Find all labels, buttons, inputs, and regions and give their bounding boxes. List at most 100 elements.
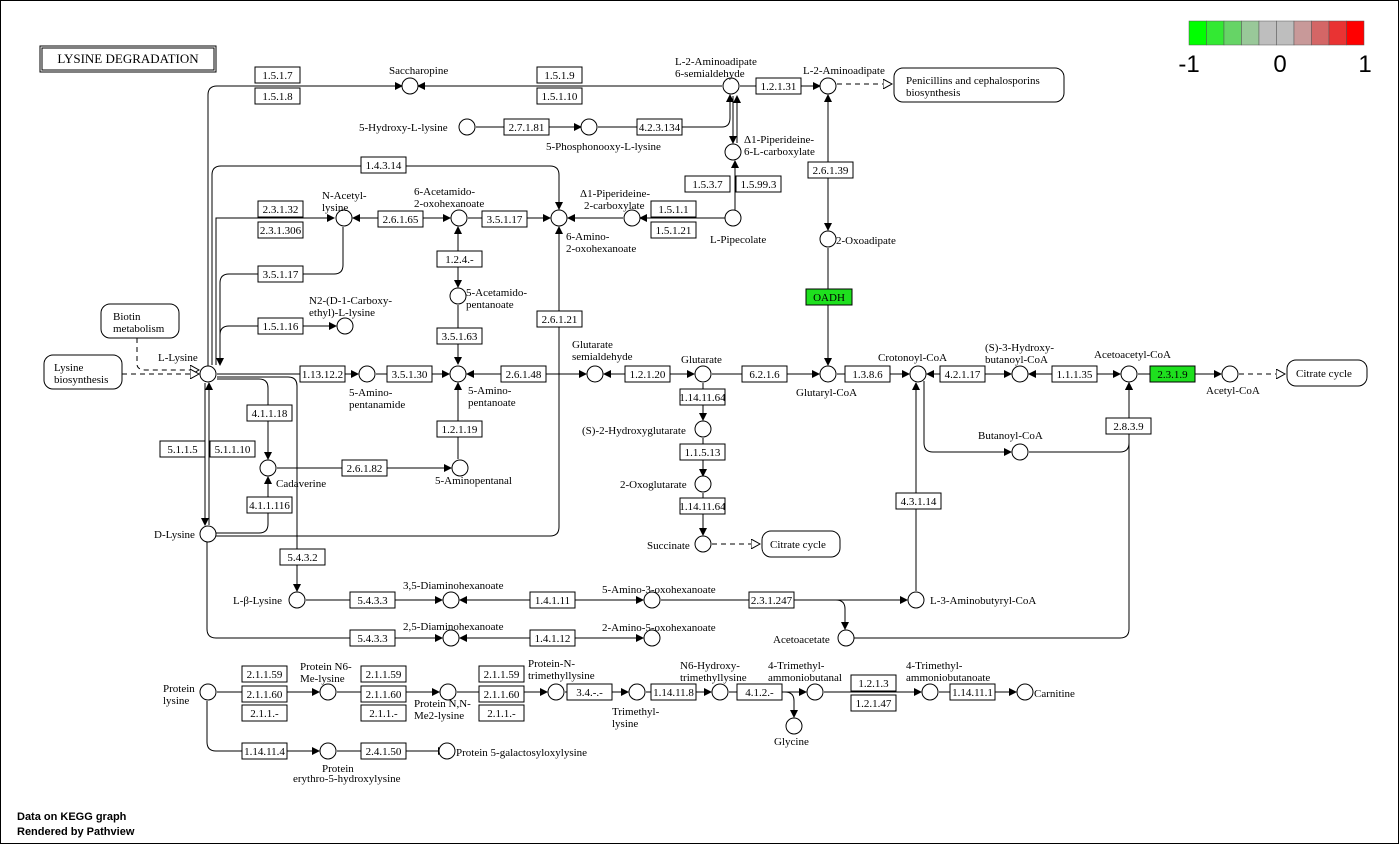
enzyme-e114111[interactable]: 1.14.11.1 [949, 683, 996, 701]
enzyme-e5115[interactable]: 5.1.1.5 [159, 440, 206, 458]
compound-glutarate[interactable] [694, 365, 712, 383]
enzyme-e21159b[interactable]: 2.1.1.59 [360, 665, 407, 683]
enzyme-e14112[interactable]: 1.4.1.12 [529, 629, 576, 647]
enzyme-e2313[interactable]: 2.3.1.32 [257, 200, 304, 218]
enzyme-e21159a[interactable]: 2.1.1.59 [241, 665, 288, 683]
map-lysine-biosynthesis[interactable]: Lysine biosynthesis [43, 354, 123, 390]
enzyme-e211c[interactable]: 2.1.1.- [478, 704, 525, 722]
enzyme-e114116b[interactable]: 1.14.11.64 [679, 497, 726, 515]
compound-trimethylammoniobutanoate[interactable] [921, 683, 939, 701]
enzyme-e412[interactable]: 4.1.2.- [736, 683, 783, 701]
enzyme-e231247[interactable]: 2.3.1.247 [748, 591, 795, 609]
enzyme-e1519[interactable]: 1.5.1.9 [536, 66, 583, 84]
enzyme-e124[interactable]: 1.2.4.- [436, 250, 483, 268]
compound-phosphonooxy-lysine[interactable] [580, 118, 598, 136]
enzyme-e11513[interactable]: 1.1.5.13 [679, 443, 726, 461]
enzyme-e2319[interactable]: 2.3.1.9 [1149, 365, 1196, 383]
compound-acetoacetyl-coa[interactable] [1120, 365, 1138, 383]
compound-acetamido-pentanoate[interactable] [449, 287, 467, 305]
compound-trimethyllysine[interactable] [628, 683, 646, 701]
compound-piperideine-2-carboxylate[interactable] [623, 209, 641, 227]
enzyme-e1386[interactable]: 1.3.8.6 [844, 365, 891, 383]
enzyme-e5432[interactable]: 5.4.3.2 [279, 548, 326, 566]
compound-nn-me2-lysine[interactable] [439, 683, 457, 701]
enzyme-e41118[interactable]: 4.1.1.18 [246, 404, 293, 422]
compound-glutarate-semialdehyde[interactable] [586, 365, 604, 383]
enzyme-e1511[interactable]: 1.5.1.1 [650, 200, 697, 218]
compound-2-amino-5-oxohexanoate[interactable] [643, 629, 661, 647]
enzyme-e26148[interactable]: 2.6.1.48 [500, 365, 547, 383]
enzyme-e1213[interactable]: 1.2.1.3 [850, 674, 897, 692]
compound-aminopentanal[interactable] [451, 459, 469, 477]
compound-protein-trimethyllysine[interactable] [547, 683, 565, 701]
compound-aminobutyryl-coa[interactable] [907, 591, 925, 609]
enzyme-e26139[interactable]: 2.6.1.39 [807, 161, 854, 179]
compound-l-beta-lysine[interactable] [288, 591, 306, 609]
map-penicillins-cephalosporins[interactable]: Penicillins and cephalosporins biosynthe… [893, 67, 1065, 103]
compound-acetyl-coa[interactable] [1221, 365, 1239, 383]
enzyme-e1518[interactable]: 1.5.1.8 [254, 87, 301, 105]
enzyme-e26165[interactable]: 2.6.1.65 [377, 210, 424, 228]
compound-acetoacetate[interactable] [837, 629, 855, 647]
enzyme-e14314[interactable]: 1.4.3.14 [360, 156, 407, 174]
compound-protein-lysine[interactable] [199, 683, 217, 701]
enzyme-e35117b[interactable]: 3.5.1.17 [257, 265, 304, 283]
enzyme-e15993[interactable]: 1.5.99.3 [735, 175, 782, 193]
compound-2-oxoglutarate[interactable] [694, 475, 712, 493]
compound-aminopentanamide[interactable] [358, 365, 376, 383]
compound-saccharopine[interactable] [401, 77, 419, 95]
enzyme-e2839[interactable]: 2.8.3.9 [1105, 417, 1152, 435]
compound-butanoyl-coa[interactable] [1011, 443, 1029, 461]
compound-2-oxoadipate[interactable] [819, 230, 837, 248]
compound-glutaryl-coa[interactable] [819, 365, 837, 383]
enzyme-e21159c[interactable]: 2.1.1.59 [478, 665, 525, 683]
compound-crotonoyl-coa[interactable] [909, 365, 927, 383]
compound-piperideine-6-carboxylate[interactable] [724, 143, 742, 161]
enzyme-e35163[interactable]: 3.5.1.63 [436, 327, 483, 345]
enzyme-e12147[interactable]: 1.2.1.47 [850, 694, 897, 712]
compound-5-amino-3-oxohexanoate[interactable] [643, 591, 661, 609]
enzyme-oadh[interactable]: OADH [805, 288, 853, 306]
enzyme-e211a[interactable]: 2.1.1.- [241, 704, 288, 722]
enzyme-e5433b[interactable]: 5.4.3.3 [349, 629, 396, 647]
compound-n6-hydroxy-trimethyllysine[interactable] [711, 683, 729, 701]
compound-l2aa-semialdehyde[interactable] [722, 77, 740, 95]
compound-erythro-hydroxylysine[interactable] [319, 742, 337, 760]
enzyme-e35130[interactable]: 3.5.1.30 [386, 365, 433, 383]
enzyme-e15116[interactable]: 1.5.1.16 [257, 317, 304, 335]
enzyme-e1537[interactable]: 1.5.3.7 [684, 175, 731, 193]
enzyme-e1517[interactable]: 1.5.1.7 [254, 66, 301, 84]
compound-hydroxylysine[interactable] [458, 118, 476, 136]
compound-aminopentanoate[interactable] [449, 365, 467, 383]
enzyme-e231306[interactable]: 2.3.1.306 [257, 221, 304, 239]
enzyme-e27181[interactable]: 2.7.1.81 [503, 118, 550, 136]
compound-carnitine[interactable] [1016, 683, 1034, 701]
compound-amino-oxohexanoate[interactable] [550, 209, 568, 227]
compound-d-lysine[interactable] [199, 525, 217, 543]
enzyme-e113122[interactable]: 1.13.12.2 [299, 365, 346, 383]
compound-2-5-diaminohexanoate[interactable] [442, 629, 460, 647]
compound-l2aa[interactable] [819, 77, 837, 95]
map-biotin-metabolism[interactable]: Biotin metabolism [100, 303, 180, 339]
compound-n6-me-lysine[interactable] [319, 683, 337, 701]
compound-succinate[interactable] [694, 535, 712, 553]
compound-hydroxybutanoyl-coa[interactable] [1011, 365, 1029, 383]
enzyme-e4311[interactable]: 4.3.1.14 [895, 492, 942, 510]
enzyme-e26121[interactable]: 2.6.1.21 [536, 310, 583, 328]
enzyme-e21160b[interactable]: 2.1.1.60 [360, 685, 407, 703]
enzyme-e34[interactable]: 3.4.-.- [566, 683, 613, 701]
compound-pipecolate[interactable] [724, 209, 742, 227]
enzyme-e35117[interactable]: 3.5.1.17 [481, 210, 528, 228]
enzyme-e423134[interactable]: 4.2.3.134 [636, 118, 683, 136]
compound-acetamido-oxohexanoate[interactable] [450, 209, 468, 227]
enzyme-e121119[interactable]: 1.2.1.19 [436, 420, 483, 438]
compound-n-acetyllysine[interactable] [335, 209, 353, 227]
compound-hydroxyglutarate[interactable] [694, 420, 712, 438]
map-citrate-cycle-2[interactable]: Citrate cycle [761, 530, 841, 558]
compound-galactosyloxylysine[interactable] [438, 742, 456, 760]
compound-trimethylammoniobutanal[interactable] [806, 683, 824, 701]
enzyme-e51110[interactable]: 5.1.1.10 [209, 440, 256, 458]
enzyme-e11135[interactable]: 1.1.1.35 [1051, 365, 1098, 383]
compound-l-lysine[interactable] [199, 365, 217, 383]
enzyme-e114114[interactable]: 1.14.11.4 [241, 742, 288, 760]
